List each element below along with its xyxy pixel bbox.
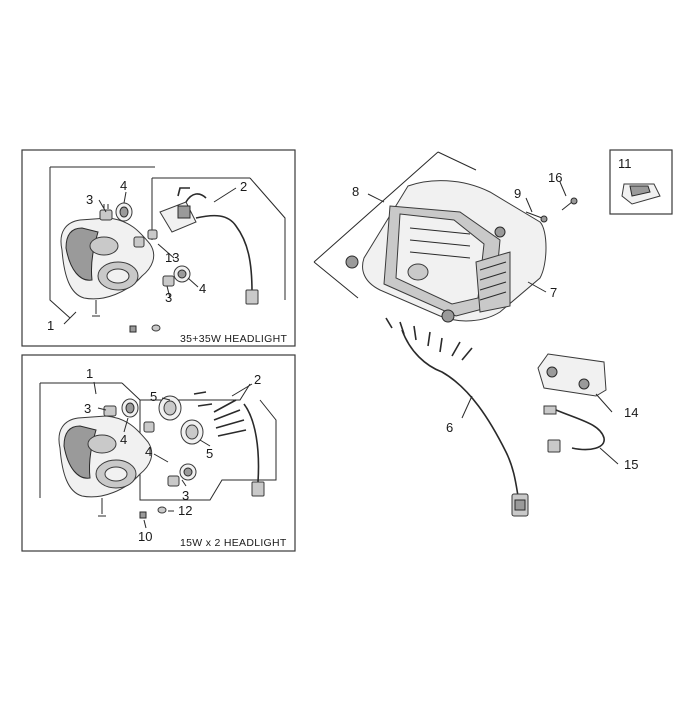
callout-15: 15 — [624, 457, 638, 472]
bottom-box-caption: 15W x 2 HEADLIGHT — [180, 537, 287, 549]
callout-bottom-3a: 3 — [84, 401, 91, 416]
callout-16: 16 — [548, 170, 562, 185]
screw-16 — [561, 197, 578, 211]
callout-bottom-5a: 5 — [150, 389, 157, 404]
bottom-socket-4b — [179, 463, 197, 481]
bottom-harness-wires — [193, 391, 265, 497]
callout-top-4b: 4 — [199, 281, 206, 296]
right-assembly: 8 9 16 11 7 6 14 15 — [313, 149, 673, 517]
callout-bottom-2: 2 — [254, 372, 261, 387]
top-socket-4a — [115, 202, 133, 222]
callout-9: 9 — [514, 186, 521, 201]
callout-top-1: 1 — [47, 318, 54, 333]
callout-bottom-10: 10 — [138, 529, 152, 544]
callout-bottom-3b: 3 — [182, 488, 189, 503]
callout-14: 14 — [624, 405, 638, 420]
top-nut — [151, 324, 161, 332]
bottom-nut-12 — [157, 506, 167, 514]
callout-top-3a: 3 — [86, 192, 93, 207]
callout-bottom-12: 12 — [178, 503, 192, 518]
callout-top-2: 2 — [240, 179, 247, 194]
top-socket-13 — [133, 229, 158, 248]
top-headlight-box: 3 4 2 13 3 4 1 35+35W HEADLIGHT — [21, 149, 296, 347]
bottom-bulb-3b — [167, 475, 180, 487]
bottom-headlight-box: 1 3 4 2 5 5 4 3 12 10 15W x 2 HEADLIGHT — [21, 354, 296, 552]
assembly-8-outline — [313, 151, 477, 299]
callout-7: 7 — [550, 285, 557, 300]
callout-top-3b: 3 — [165, 290, 172, 305]
top-headlight-housing — [60, 217, 155, 317]
bulb-holder-15 — [543, 405, 605, 453]
callout-top-13: 13 — [165, 250, 179, 265]
top-box-frame — [21, 149, 296, 347]
top-socket-4b — [173, 265, 191, 283]
bottom-group-outline — [39, 382, 122, 498]
bottom-headlight-housing — [58, 415, 153, 517]
top-harness-connector — [159, 187, 259, 305]
bottom-socket-4a — [121, 398, 139, 418]
callout-bottom-4b: 4 — [145, 444, 152, 459]
top-screw — [129, 325, 137, 333]
headlight-body-7 — [345, 180, 547, 323]
top-group-outline — [49, 166, 155, 319]
position-light-14 — [537, 353, 607, 397]
screw-9 — [525, 211, 548, 223]
clip-nut-11-box — [609, 149, 673, 215]
top-box-caption: 35+35W HEADLIGHT — [180, 333, 287, 345]
callout-top-4a: 4 — [120, 178, 127, 193]
callout-bottom-4a: 4 — [120, 432, 127, 447]
callout-bottom-5b: 5 — [206, 446, 213, 461]
main-harness-6 — [385, 317, 529, 517]
callout-11: 11 — [618, 156, 632, 171]
bottom-screw-10 — [139, 511, 147, 519]
bottom-socket-small — [143, 421, 155, 433]
top-bulb-3b — [162, 275, 175, 287]
bottom-bulb-rings-5 — [158, 395, 204, 445]
callout-8: 8 — [352, 184, 359, 199]
bottom-box-frame — [21, 354, 296, 552]
callout-bottom-1: 1 — [86, 366, 93, 381]
callout-6: 6 — [446, 420, 453, 435]
bottom-bulb-3a — [103, 405, 117, 417]
